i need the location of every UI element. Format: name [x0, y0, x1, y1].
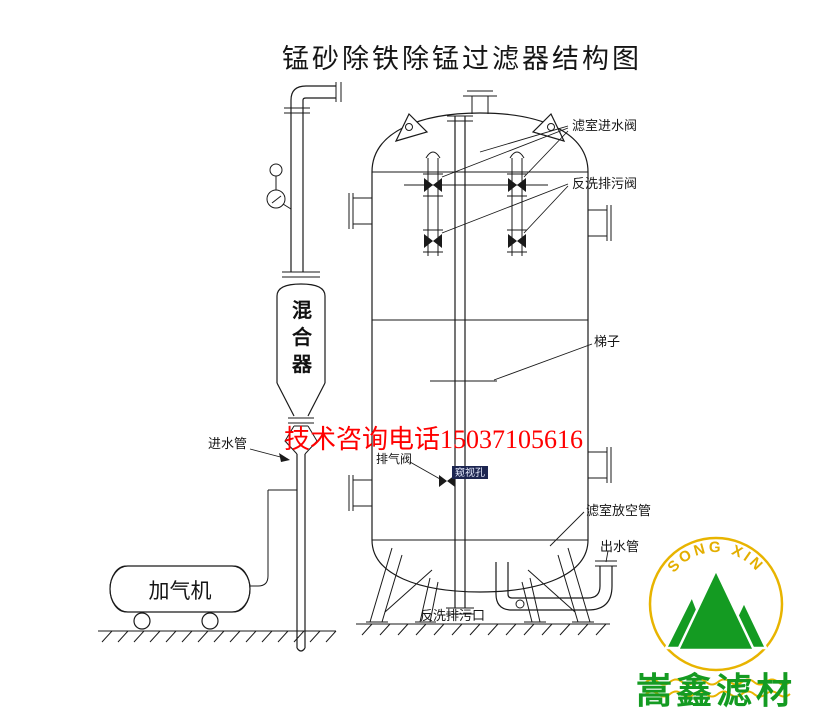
diagram-labels: 锰砂除铁除锰过滤器结构图 滤室进水阀 反洗排污阀 梯子 进水管 排气阀 滤室放空…: [208, 44, 651, 623]
inlet-piping: [248, 82, 342, 652]
label-ladder: 梯子: [594, 334, 620, 349]
label-exhaust-valve: 排气阀: [376, 451, 412, 466]
wave-decoration: [645, 678, 791, 686]
sight-hole-tag-bg: [452, 466, 488, 479]
mixer-label: 混合器: [292, 300, 312, 376]
aerator-unit: 加气机: [98, 565, 337, 643]
pressure-gauge: [266, 163, 292, 210]
aerator-wheel: [201, 612, 219, 630]
aerator-label: 加气机: [149, 579, 212, 603]
label-inlet-valve: 滤室进水阀: [572, 118, 637, 133]
leader-lines: [249, 125, 609, 563]
label-vent-pipe: 滤室放空管: [586, 503, 651, 518]
brand-name: 嵩鑫滤材: [636, 670, 796, 711]
logo-ring: [648, 536, 784, 672]
brand-logo: SONG XIN 嵩鑫滤材: [636, 536, 796, 711]
diagram-title: 锰砂除铁除锰过滤器结构图: [282, 44, 642, 74]
hotline-text: 技术咨询电话15037105616: [284, 425, 583, 454]
label-backwash-outlet: 反洗排污口: [420, 608, 485, 623]
inlet-arrowhead: [279, 453, 290, 462]
wave-decoration: [645, 690, 791, 698]
inlet-valve-symbol-right: [508, 178, 526, 192]
label-outlet-pipe: 出水管: [600, 539, 639, 554]
inlet-valve-symbol-left: [424, 178, 442, 192]
mountains-icon: [663, 567, 768, 652]
outlet-pipe: [495, 560, 617, 611]
outlet-flange-bolt: [515, 599, 525, 609]
aerator-wheel: [133, 612, 151, 630]
label-sight-hole: 窥视孔: [455, 466, 485, 479]
backwash-valve-symbol-right: [508, 234, 526, 248]
mixer-vessel: [276, 271, 326, 455]
backwash-valve-symbol-left: [424, 234, 442, 248]
exhaust-valve-symbol: [439, 475, 455, 487]
label-inlet-pipe: 进水管: [208, 436, 247, 451]
tank-internals: [404, 115, 548, 615]
label-backwash-valve: 反洗排污阀: [572, 176, 637, 191]
filter-tank: [348, 90, 612, 636]
